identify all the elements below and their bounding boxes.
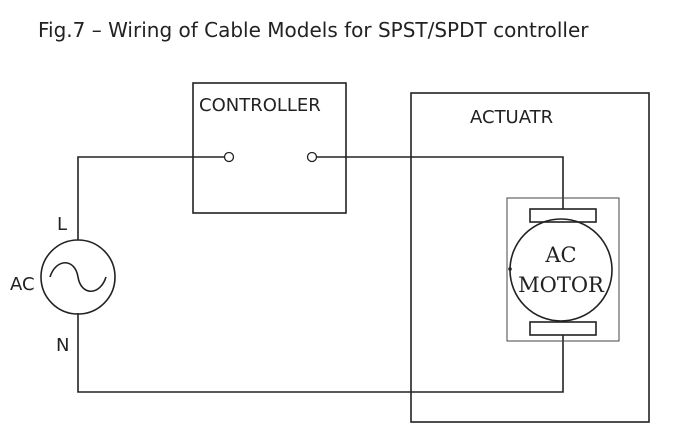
motor-brush-bottom bbox=[529, 321, 597, 336]
motor-dot bbox=[508, 267, 512, 271]
wires bbox=[77, 156, 564, 393]
actuator-box: ACTUATR bbox=[410, 92, 650, 423]
neutral-terminal-label: N bbox=[56, 335, 69, 356]
actuator-label: ACTUATR bbox=[470, 107, 553, 128]
motor-label-line1: AC bbox=[544, 243, 576, 267]
line-terminal-label: L bbox=[57, 214, 67, 235]
sine-wave-icon bbox=[49, 261, 107, 293]
ac-source-label: AC bbox=[10, 274, 35, 295]
controller-label: CONTROLLER bbox=[199, 95, 321, 116]
ac-source-circle bbox=[40, 239, 116, 315]
controller-to-motor-wire bbox=[317, 156, 564, 209]
motor-housing bbox=[506, 197, 620, 342]
motor-brush-top bbox=[529, 208, 597, 223]
motor-rotor-circle bbox=[509, 218, 613, 322]
controller-frame bbox=[192, 82, 347, 214]
neutral-wire bbox=[77, 313, 564, 393]
controller-box: CONTROLLER bbox=[192, 82, 347, 214]
figure-caption: Fig.7 – Wiring of Cable Models for SPST/… bbox=[38, 18, 589, 42]
controller-terminal-right bbox=[306, 151, 318, 163]
actuator-frame bbox=[410, 92, 650, 423]
motor-label-line2: MOTOR bbox=[518, 273, 605, 297]
ac-motor: AC MOTOR bbox=[506, 197, 620, 342]
ac-source: AC L N bbox=[10, 214, 116, 356]
line-wire bbox=[77, 156, 225, 240]
controller-terminal-left bbox=[223, 151, 235, 163]
